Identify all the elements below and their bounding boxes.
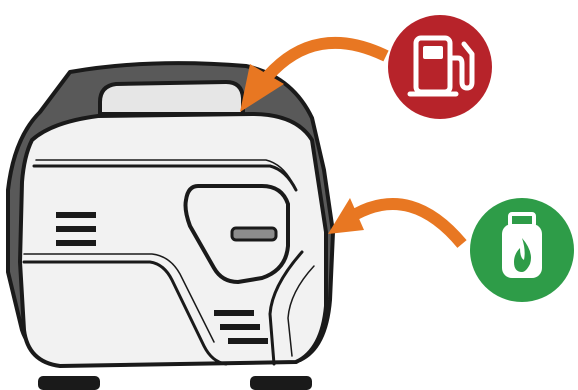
generator-foot-left	[38, 376, 100, 390]
gasoline-circle	[388, 15, 492, 119]
fuel-arrow-shaft	[268, 43, 386, 76]
propane-arrow	[328, 198, 462, 244]
vent-slot	[220, 324, 260, 330]
propane-arrow-shaft	[356, 204, 462, 244]
vent-slot	[56, 212, 96, 218]
generator	[8, 63, 333, 390]
vent-slot	[56, 240, 96, 246]
vent-slot	[214, 310, 254, 316]
generator-foot-right	[250, 376, 312, 390]
propane-callout	[470, 198, 574, 302]
carry-handle	[100, 82, 243, 114]
control-panel-slot	[232, 228, 276, 240]
gasoline-callout	[388, 15, 492, 119]
left-vents	[56, 212, 96, 246]
vent-slot	[228, 338, 268, 344]
vent-slot	[56, 226, 96, 232]
